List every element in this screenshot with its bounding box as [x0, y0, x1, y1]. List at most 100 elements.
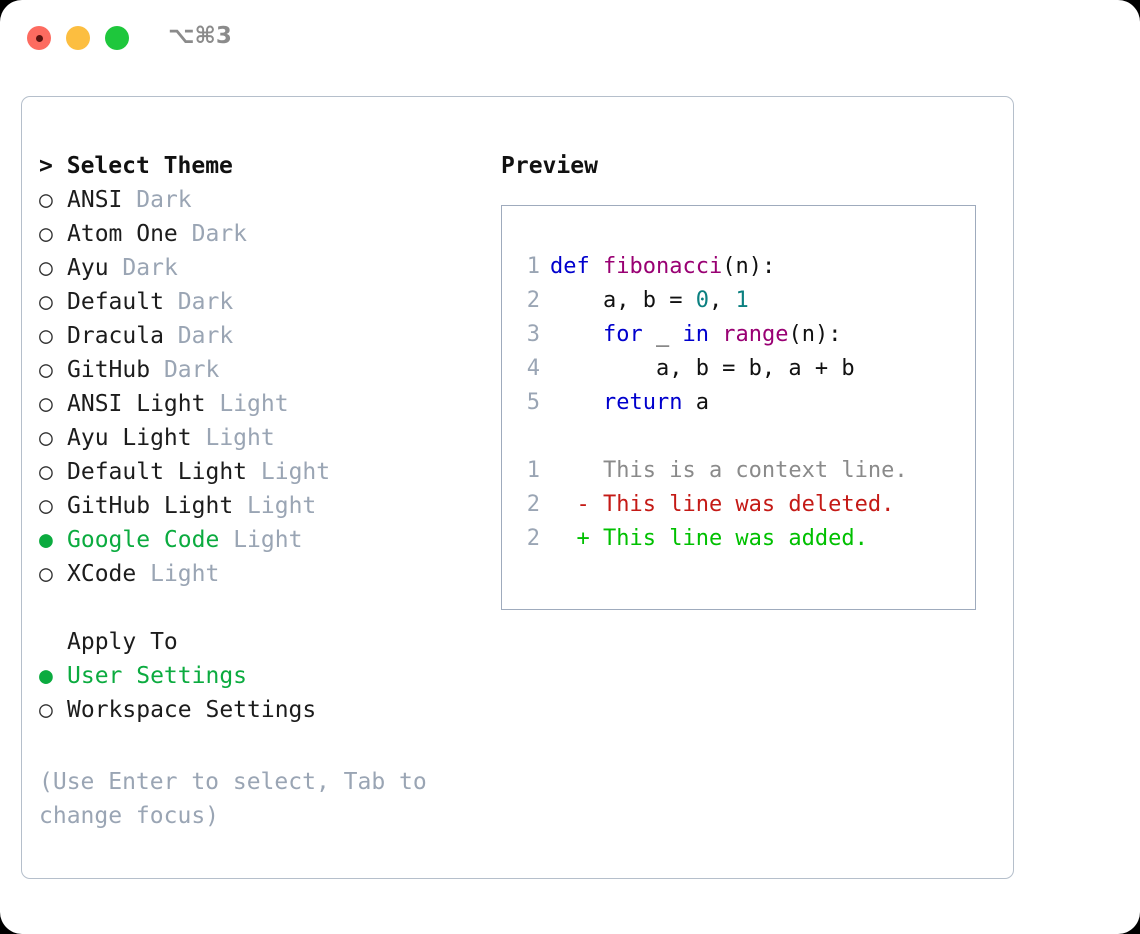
theme-option-google-code[interactable]: ●Google Code Light — [39, 523, 489, 557]
apply-to-options-list: ●User Settings○Workspace Settings — [39, 659, 489, 727]
radio-unselected-icon: ○ — [39, 493, 53, 519]
theme-option-label: Default Light — [67, 459, 248, 485]
label-gap — [150, 357, 164, 383]
code-token: (n): — [788, 322, 842, 347]
label-gap — [164, 323, 178, 349]
radio-unselected-icon: ○ — [39, 425, 53, 451]
theme-option-dracula[interactable]: ○Dracula Dark — [39, 319, 489, 353]
diff-line-text: + This line was added. — [550, 526, 868, 551]
theme-option-label: Dracula — [67, 323, 164, 349]
code-token: range — [722, 322, 789, 347]
theme-option-github-light[interactable]: ○ GitHub Light Light — [39, 489, 489, 523]
theme-option-label: Ayu Light — [67, 425, 192, 451]
select-theme-header: > Select Theme — [39, 149, 489, 183]
traffic-light-buttons — [27, 26, 129, 50]
code-diff-separator — [502, 420, 975, 454]
keyboard-hint-text: (Use Enter to select, Tab to change focu… — [39, 769, 427, 829]
code-token: for — [602, 322, 643, 347]
theme-list-column: > Select Theme ○ANSI Dark○Atom One Dark○… — [39, 149, 489, 727]
code-token: 1 — [735, 288, 749, 313]
theme-variant-label: Dark — [177, 323, 234, 349]
diff-line: 2 - This line was deleted. — [502, 488, 975, 522]
close-button[interactable] — [27, 26, 51, 50]
code-line: 5 return a — [502, 386, 975, 420]
label-gap — [122, 187, 136, 213]
theme-option-default[interactable]: ○Default Dark — [39, 285, 489, 319]
theme-option-xcode[interactable]: ○XCode Light — [39, 557, 489, 591]
theme-variant-label: Light — [205, 425, 275, 451]
minimize-button[interactable] — [66, 26, 90, 50]
label-gap — [178, 221, 192, 247]
label-gap — [247, 459, 261, 485]
radio-unselected-icon: ○ — [39, 459, 53, 485]
code-token: a, b = — [550, 288, 696, 313]
theme-option-atom-one[interactable]: ○ Atom One Dark — [39, 217, 489, 251]
theme-variant-label: Light — [247, 493, 317, 519]
zoom-button[interactable] — [105, 26, 129, 50]
code-token: in — [682, 322, 709, 347]
theme-variant-label: Dark — [122, 255, 178, 281]
code-token: fibonacci — [602, 254, 723, 279]
label-gap — [205, 391, 219, 417]
code-token: def — [550, 254, 603, 279]
radio-unselected-icon: ○ — [39, 561, 53, 587]
diff-line-text: - This line was deleted. — [550, 492, 895, 517]
theme-option-github[interactable]: ○GitHub Dark — [39, 353, 489, 387]
theme-variant-label: Dark — [191, 221, 248, 247]
diff-line-text: This is a context line. — [550, 458, 908, 483]
code-token — [550, 390, 603, 415]
label-gap — [164, 289, 178, 315]
diff-line-number: 1 — [526, 458, 540, 483]
code-token: _ — [642, 322, 683, 347]
theme-option-ayu-light[interactable]: ○ Ayu Light Light — [39, 421, 489, 455]
theme-option-ansi-light[interactable]: ○ ANSI Light Light — [39, 387, 489, 421]
select-theme-title: Select Theme — [66, 153, 233, 179]
theme-option-default-light[interactable]: ○ Default Light Light — [39, 455, 489, 489]
theme-option-label: ANSI Light — [67, 391, 206, 417]
theme-option-ayu[interactable]: ○Ayu Dark — [39, 251, 489, 285]
code-token — [550, 322, 603, 347]
radio-unselected-icon: ○ — [39, 289, 53, 315]
theme-option-label: Google Code — [67, 527, 220, 553]
label-gap — [136, 561, 150, 587]
apply-to-option-label: Workspace Settings — [67, 697, 317, 723]
code-token: 0 — [695, 288, 709, 313]
theme-variant-label: Dark — [136, 187, 192, 213]
theme-option-label: Atom One — [67, 221, 178, 247]
theme-option-label: ANSI — [67, 187, 123, 213]
theme-option-label: Ayu — [67, 255, 109, 281]
code-token: a — [682, 390, 709, 415]
code-token: , — [708, 288, 736, 313]
diff-line: 1 This is a context line. — [502, 454, 975, 488]
code-line-number: 3 — [526, 322, 540, 347]
label-gap — [233, 493, 247, 519]
code-line-number: 4 — [526, 356, 540, 381]
radio-unselected-icon: ○ — [39, 391, 53, 417]
theme-option-label: GitHub — [67, 357, 151, 383]
label-gap — [109, 255, 123, 281]
code-line-number: 1 — [526, 254, 540, 279]
apply-to-option-user-settings[interactable]: ●User Settings — [39, 659, 489, 693]
code-token: return — [602, 390, 683, 415]
theme-variant-label: Light — [219, 391, 289, 417]
radio-selected-icon: ● — [39, 527, 53, 553]
theme-options-list: ○ANSI Dark○Atom One Dark○Ayu Dark○Defaul… — [39, 183, 489, 591]
theme-variant-label: Light — [260, 459, 331, 485]
radio-unselected-icon: ○ — [39, 187, 53, 213]
diff-line: 2 + This line was added. — [502, 522, 975, 556]
apply-to-header: Apply To — [67, 629, 178, 655]
radio-unselected-icon: ○ — [39, 221, 53, 247]
theme-variant-label: Dark — [163, 357, 220, 383]
diff-line-number: 2 — [526, 492, 540, 517]
theme-variant-label: Light — [150, 561, 220, 587]
apply-to-option-workspace-settings[interactable]: ○Workspace Settings — [39, 693, 489, 727]
preview-box: 1 def fibonacci (n): 2 a, b = 0, 1 3 for _ i… — [501, 205, 976, 610]
theme-option-label: GitHub Light — [67, 493, 234, 519]
diff-line-number: 2 — [526, 526, 540, 551]
theme-option-ansi[interactable]: ○ ANSI Dark — [39, 183, 489, 217]
code-line: 4 a, b = b, a + b — [502, 352, 975, 386]
code-token — [709, 322, 722, 347]
list-spacer — [39, 591, 489, 625]
